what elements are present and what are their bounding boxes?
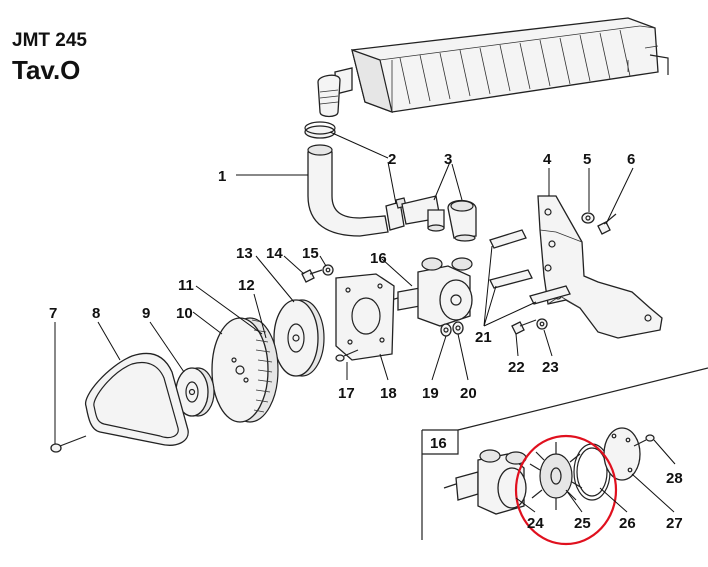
callout-6: 6 [627, 151, 635, 168]
callout-27: 27 [666, 515, 683, 532]
callout-23: 23 [542, 359, 559, 376]
callout-14: 14 [266, 245, 283, 262]
callout-7: 7 [49, 305, 57, 322]
callout-2: 2 [388, 151, 396, 168]
callout-9: 9 [142, 305, 150, 322]
callout-24: 24 [527, 515, 544, 532]
callout-21: 21 [475, 329, 492, 346]
callout-22: 22 [508, 359, 525, 376]
callout-15: 15 [302, 245, 319, 262]
callout-numbers: 1 2 3 4 5 6 7 8 9 10 11 12 13 14 15 16 1… [49, 151, 683, 532]
raw-water-pump [383, 257, 473, 327]
impeller [529, 442, 583, 510]
pump-flange-plate [335, 273, 395, 361]
heat-exchanger [317, 17, 669, 118]
callout-12: 12 [238, 277, 255, 294]
callout-20: 20 [460, 385, 477, 402]
studs [489, 229, 571, 305]
v-belt [85, 352, 189, 446]
callout-11: 11 [178, 277, 194, 294]
callout-1: 1 [218, 168, 226, 185]
leader-lines [54, 131, 676, 513]
coolant-hose [307, 144, 389, 237]
pump-pulley [273, 299, 325, 377]
callout-13: 13 [236, 245, 253, 262]
callout-26: 26 [619, 515, 636, 532]
callout-28: 28 [666, 470, 683, 487]
callout-17: 17 [338, 385, 355, 402]
callout-18: 18 [380, 385, 397, 402]
crankshaft-pulley [211, 317, 279, 423]
diagram-model-code: JMT 245 [12, 30, 87, 51]
diagram-table-id: Tav.O [12, 55, 81, 85]
flange-screw [335, 349, 359, 362]
pump-cover [603, 427, 641, 481]
callout-10: 10 [176, 305, 193, 322]
pump-mounting-screw [511, 318, 548, 335]
callout-25: 25 [574, 515, 591, 532]
callout-19: 19 [422, 385, 439, 402]
callout-5: 5 [583, 151, 591, 168]
highlight-circle [514, 434, 618, 546]
mounting-bracket [537, 195, 663, 339]
pump-washers [440, 321, 464, 337]
inset-label: 16 [430, 435, 447, 452]
callout-4: 4 [543, 151, 552, 168]
impeller-kit-inset [421, 367, 708, 540]
callout-3: 3 [444, 151, 452, 168]
tensioner-bolt [50, 435, 87, 453]
pulley-screw [301, 264, 334, 283]
hose-fittings [385, 195, 477, 242]
callout-8: 8 [92, 305, 100, 322]
hose-clamp [304, 121, 336, 139]
cover-screw [633, 434, 655, 447]
callout-16: 16 [370, 250, 387, 267]
bracket-fasteners [581, 212, 617, 235]
